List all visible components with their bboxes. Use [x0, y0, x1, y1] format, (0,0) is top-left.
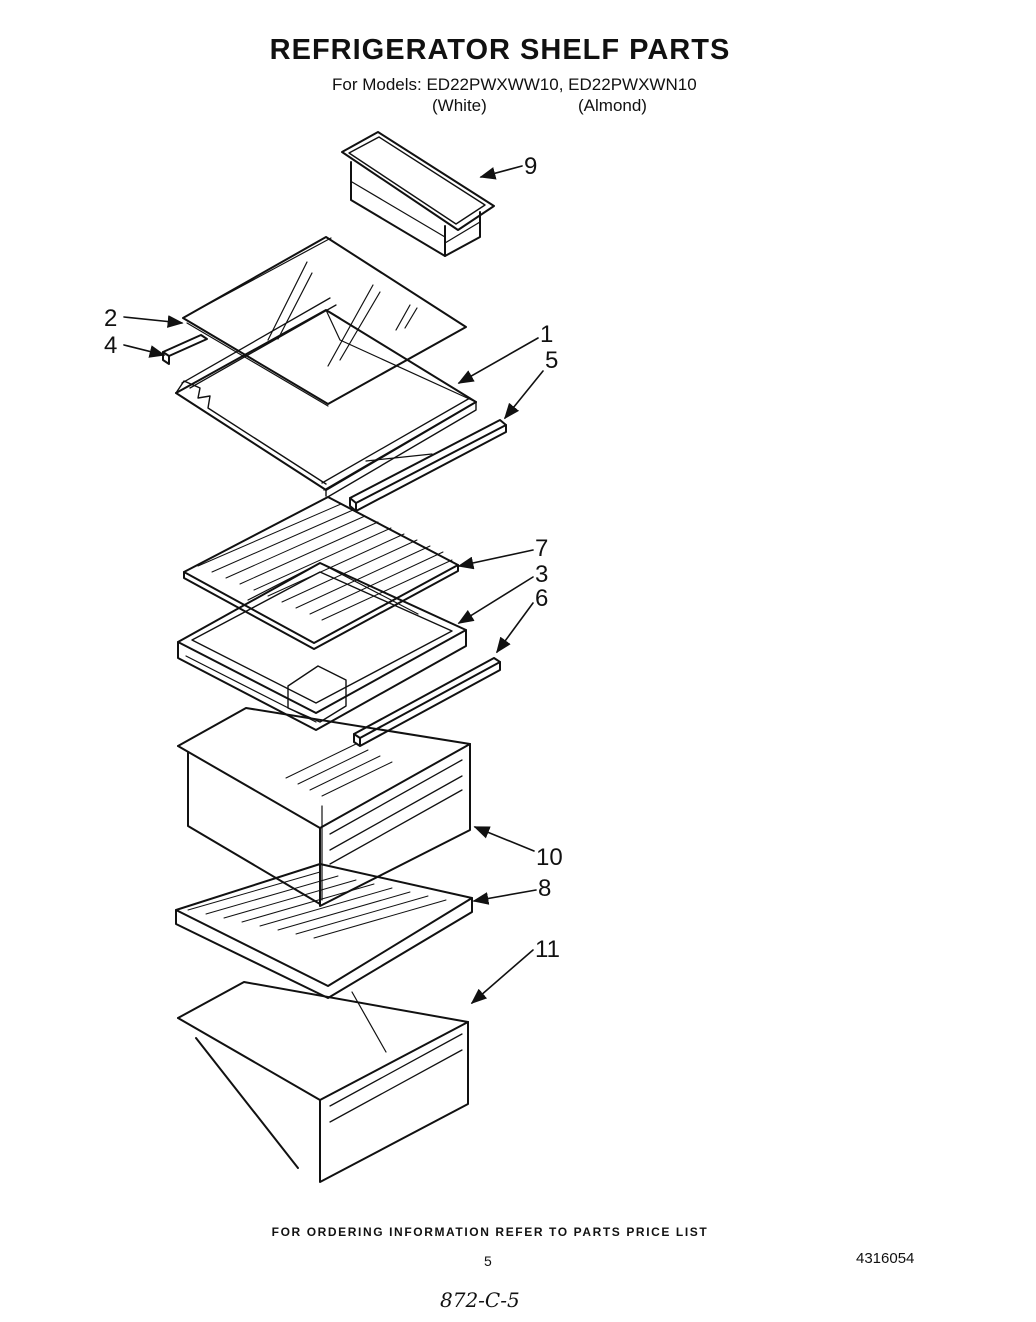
ordering-note: FOR ORDERING INFORMATION REFER TO PARTS …: [271, 1225, 709, 1239]
part-1-shelf-frame: [175, 297, 477, 499]
callout-11: 11: [535, 936, 560, 963]
callout-6: 6: [535, 585, 548, 612]
part-9-bin: [341, 131, 495, 257]
callout-8: 8: [538, 875, 551, 902]
callout-3: 3: [535, 561, 548, 588]
callout-1: 1: [540, 321, 553, 348]
handwritten-note: 872-C-5: [440, 1288, 520, 1312]
models-line: For Models: ED22PWXWW10, ED22PWXWN10: [332, 75, 697, 94]
part-6-trim-strip: [353, 657, 501, 747]
callout-7: 7: [535, 535, 548, 562]
callout-leaders: [123, 165, 544, 1005]
callout-4: 4: [104, 332, 117, 359]
part-2-glass-shelf: [182, 236, 467, 407]
document-number: 4316054: [856, 1250, 915, 1267]
part-3-crisper-frame: [177, 562, 467, 731]
callout-10: 10: [536, 844, 563, 871]
part-10-crisper-drawer: [177, 707, 471, 907]
page-number: 5: [484, 1253, 492, 1269]
callout-9: 9: [524, 153, 537, 180]
callout-2: 2: [104, 305, 117, 332]
variant-almond: (Almond): [578, 96, 647, 115]
part-11-bottom-drawer: [177, 981, 469, 1183]
part-8-crisper-cover: [175, 863, 473, 999]
variant-white: (White): [432, 96, 487, 115]
part-4-trim-strip: [162, 334, 208, 365]
callout-5: 5: [545, 347, 558, 374]
page-title: REFRIGERATOR SHELF PARTS: [269, 34, 731, 66]
part-5-trim-strip: [349, 419, 507, 512]
